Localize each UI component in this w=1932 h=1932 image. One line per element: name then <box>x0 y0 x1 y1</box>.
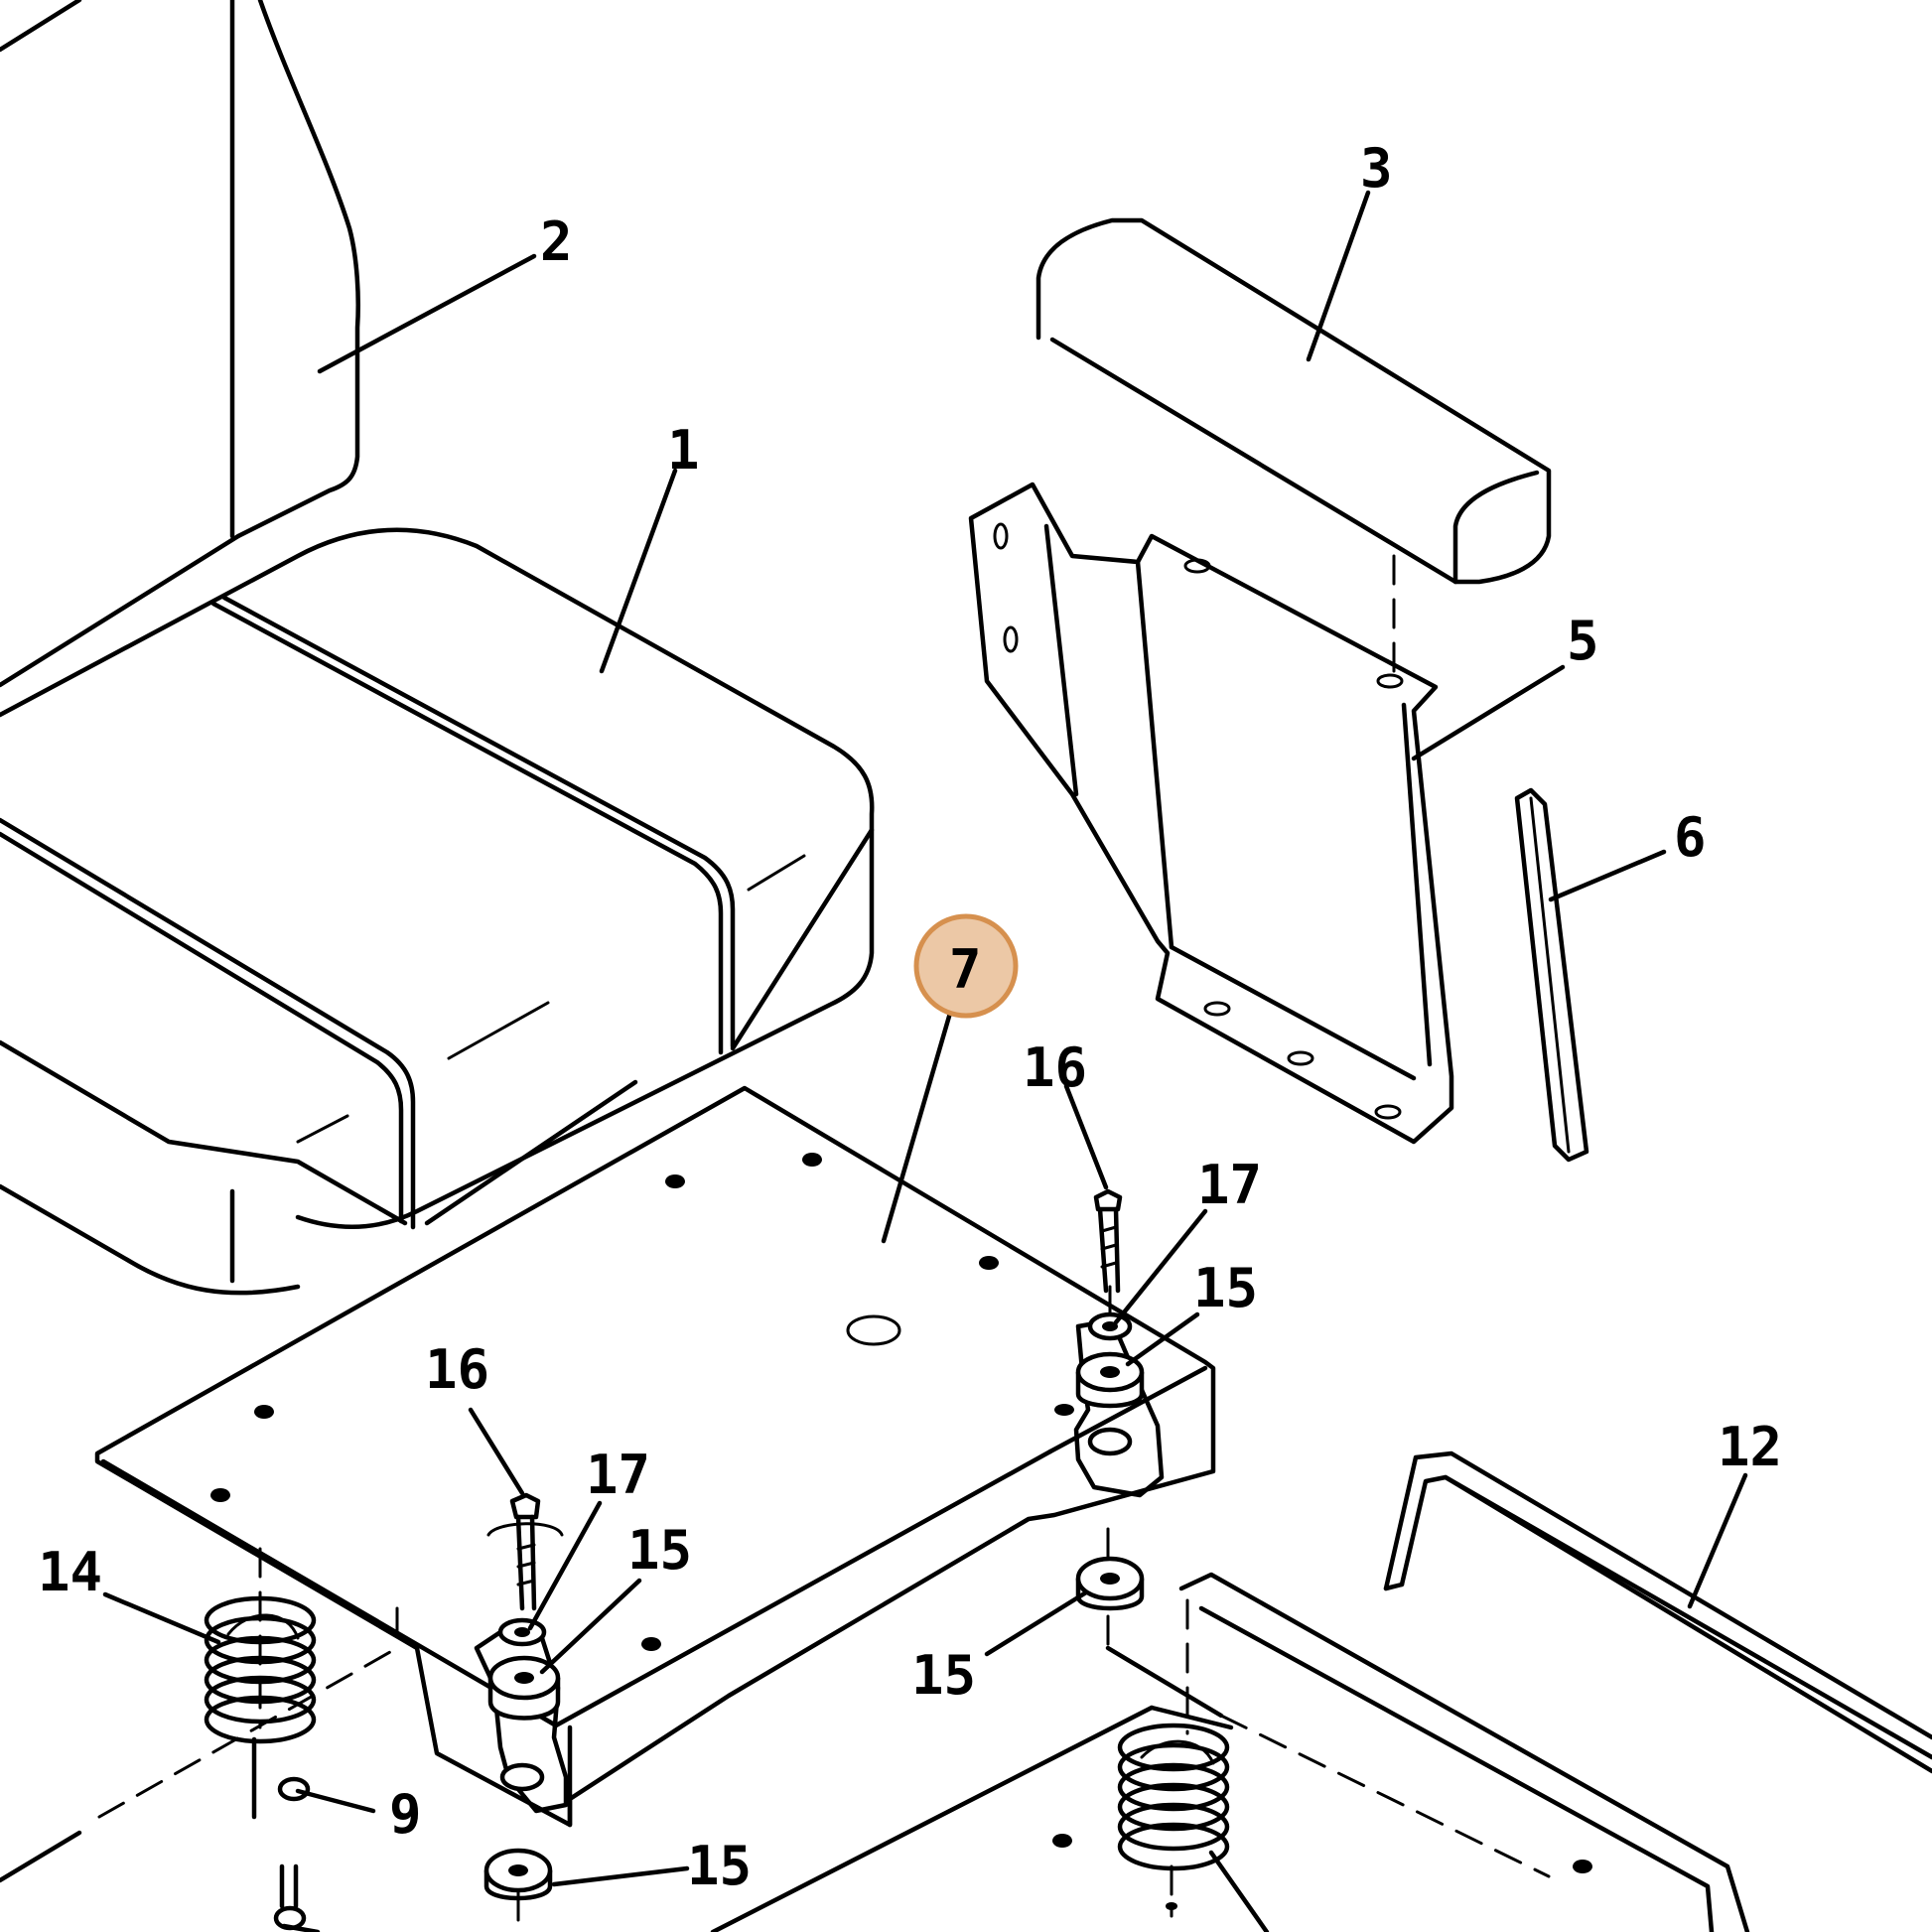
leader-5 <box>1411 664 1566 761</box>
callout-15-right[interactable]: 15 <box>1193 1257 1258 1319</box>
leader-16a <box>1063 1083 1109 1190</box>
callout-3[interactable]: 3 <box>1360 137 1393 200</box>
lower-frame <box>0 1527 1750 1932</box>
callout-labels: 1 2 3 5 6 7 16 17 15 16 17 15 14 9 15 15… <box>38 137 1782 1897</box>
seat-back <box>0 0 360 688</box>
armrest-bracket <box>968 482 1454 1145</box>
leader-15c <box>984 1589 1089 1657</box>
callout-16-right[interactable]: 16 <box>1023 1036 1087 1099</box>
callout-7[interactable]: 7 <box>949 938 982 1001</box>
callout-9[interactable]: 9 <box>389 1783 422 1846</box>
callout-1[interactable]: 1 <box>667 419 700 482</box>
callout-5[interactable]: 5 <box>1567 610 1599 672</box>
callout-15-bottom[interactable]: 15 <box>687 1835 752 1897</box>
leader-1 <box>599 468 678 674</box>
seat-base-plate <box>94 1085 1216 1828</box>
leader-16b <box>468 1407 525 1496</box>
leader-15b <box>539 1578 642 1675</box>
leader-17b <box>527 1500 603 1631</box>
callout-17-right[interactable]: 17 <box>1197 1154 1262 1216</box>
leader-3 <box>1306 190 1371 362</box>
leader-14 <box>102 1591 221 1645</box>
leader-15a <box>1125 1311 1200 1367</box>
right-mount-hardware <box>1054 1188 1145 1611</box>
callout-14[interactable]: 14 <box>38 1541 102 1603</box>
left-mount-hardware <box>483 1492 564 1932</box>
callout-12[interactable]: 12 <box>1718 1416 1782 1478</box>
leader-15d <box>551 1865 690 1887</box>
leader-lines <box>102 190 1748 1932</box>
callout-15-mid[interactable]: 15 <box>911 1644 976 1707</box>
seat-cushion <box>0 527 875 1296</box>
leader-7 <box>881 1000 956 1244</box>
highlight-marker-7[interactable] <box>913 913 1019 1019</box>
callout-16-left[interactable]: 16 <box>425 1338 489 1401</box>
callout-6[interactable]: 6 <box>1674 806 1707 869</box>
spring-left <box>204 1595 321 1932</box>
bar-part <box>1514 787 1589 1163</box>
callout-17-left[interactable]: 17 <box>586 1444 650 1506</box>
leader-17a <box>1113 1208 1208 1325</box>
callout-2[interactable]: 2 <box>540 210 573 273</box>
leader-12 <box>1687 1472 1748 1609</box>
callout-15-left[interactable]: 15 <box>627 1519 692 1582</box>
spring-right <box>1117 1723 1230 1918</box>
leader-9 <box>295 1788 376 1814</box>
leader-2 <box>317 253 537 374</box>
leader-6 <box>1548 849 1667 902</box>
bracket-bar-12 <box>1383 1450 1932 1774</box>
armrest-pad <box>1035 217 1552 687</box>
leader-right-spring <box>1208 1850 1270 1932</box>
